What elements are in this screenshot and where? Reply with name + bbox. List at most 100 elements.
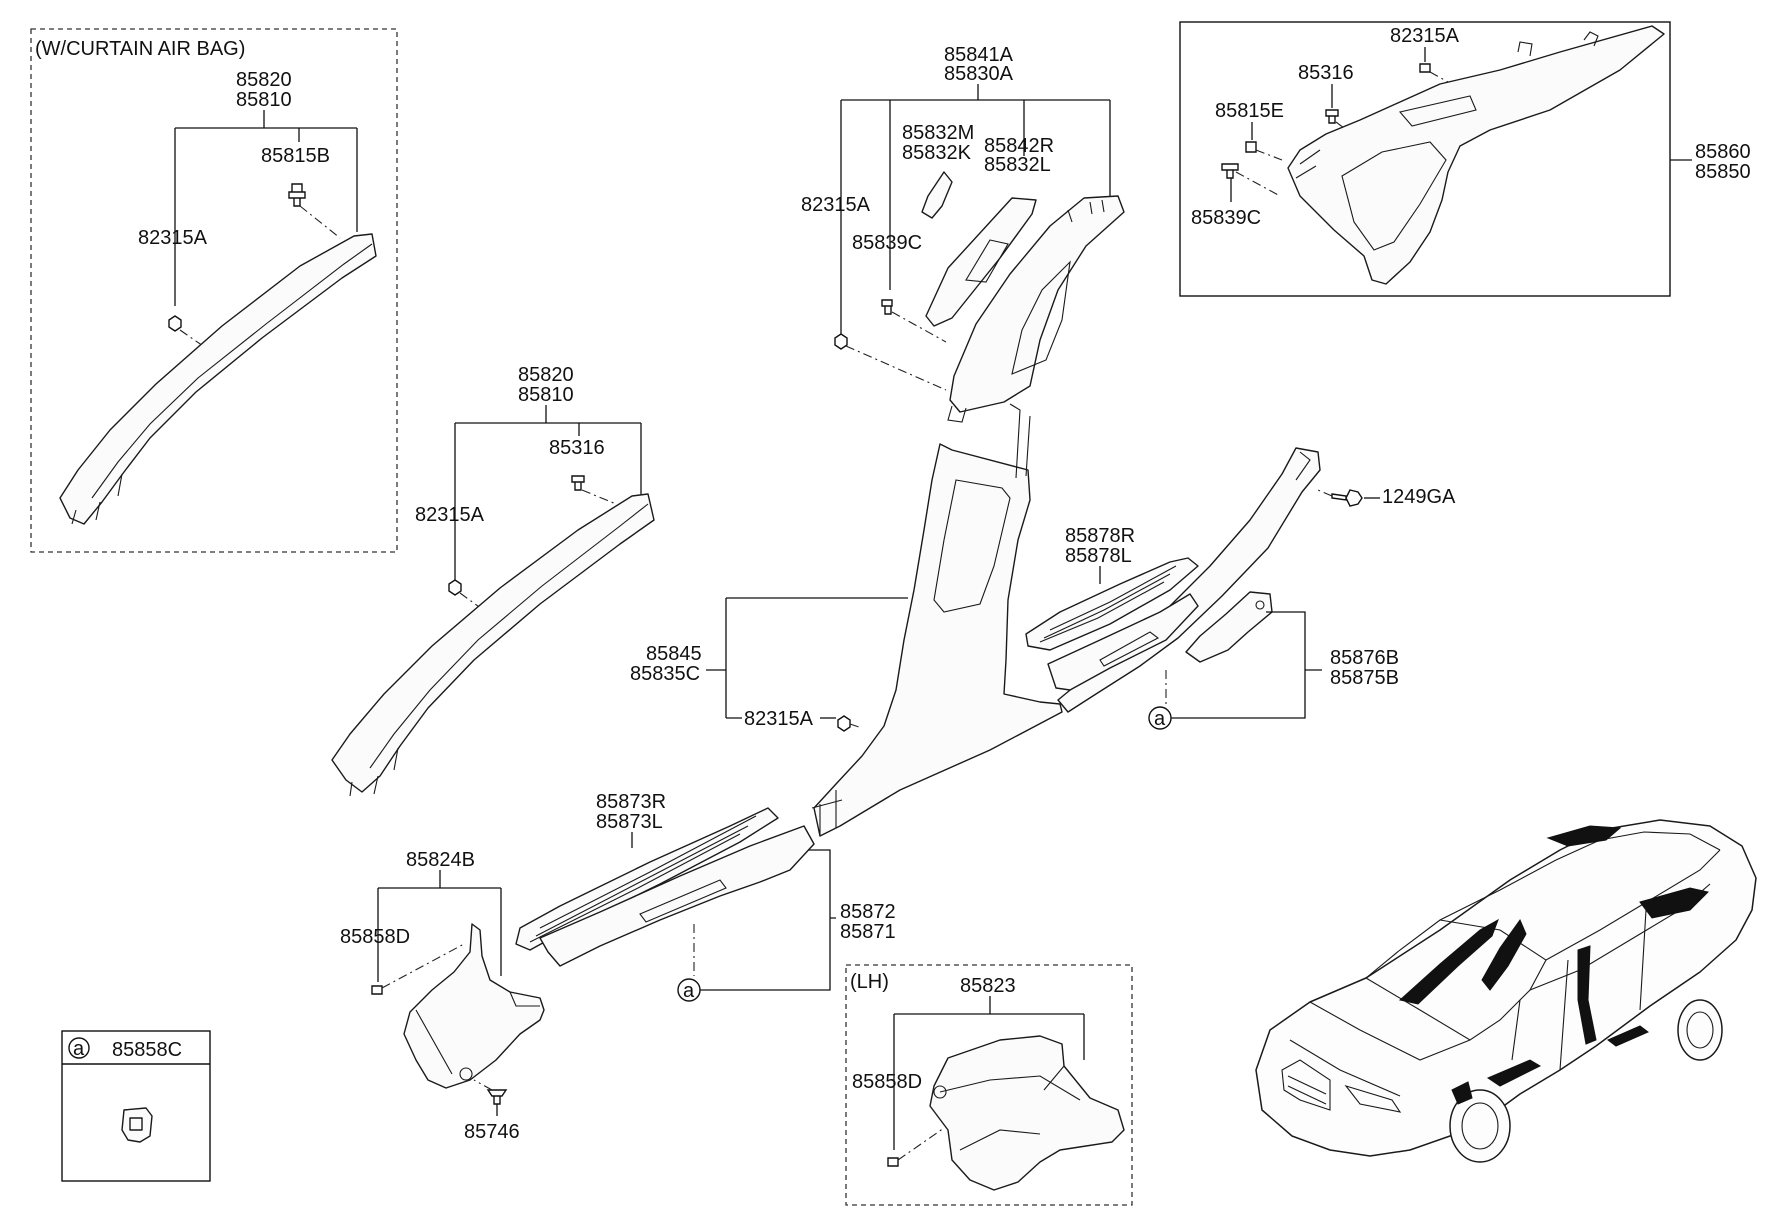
legend-box: [61, 1030, 211, 1182]
label-85858d-lh: 85858D: [852, 1071, 922, 1093]
clip-82315a-c-pillar: [1419, 63, 1431, 73]
cowl-dash: [381, 943, 465, 989]
highlight-a-pillar: [1398, 918, 1499, 1005]
label-85871: 85871: [840, 921, 896, 943]
clip-85839c-c-pillar: [1221, 163, 1239, 179]
label-85850: 85850: [1695, 161, 1751, 183]
highlight-c-pillar: [1639, 887, 1709, 919]
rear-sill-group: 1249GA 85878R 85878L 85876B 85875B a: [1025, 447, 1456, 730]
c-pillar-tabs: [1517, 31, 1599, 57]
rear-sill-emblem: [1099, 631, 1160, 667]
label-a-front: a: [683, 980, 695, 1002]
label-85839c-c-pillar: 85839C: [1191, 207, 1261, 229]
label-85841a: 85841A: [944, 44, 1014, 66]
legend-a-label: a: [73, 1038, 85, 1060]
label-82315a-b-pillar-lower: 82315A: [744, 708, 814, 730]
car-grille: [1281, 1059, 1331, 1111]
clip-85815e: [1245, 141, 1257, 153]
label-85820-airbag: 85820: [236, 69, 292, 91]
label-85832l: 85832L: [984, 154, 1051, 176]
highlight-b-pillar: [1481, 918, 1527, 991]
leader-airbag-pillar: [174, 110, 358, 306]
label-85878r: 85878R: [1065, 525, 1135, 547]
clip-85858d-cowl: [371, 985, 383, 995]
leader-85872: [700, 849, 836, 991]
rear-quarter-tab: [1295, 451, 1311, 481]
label-85839c-b-pillar-upper: 85839C: [852, 232, 922, 254]
b-pillar-lower-group: 85845 85835C 82315A: [630, 403, 1063, 837]
label-85845: 85845: [646, 643, 702, 665]
rear-sill-trim: [1047, 593, 1199, 691]
leader-a-pillar: [454, 405, 642, 584]
label-85873r: 85873R: [596, 791, 666, 813]
c-pillar-recess: [1341, 141, 1447, 251]
label-82315a-b-pillar-upper: 82315A: [801, 194, 871, 216]
rear-scuff-plate: [1025, 557, 1199, 651]
a-pillar-edge: [369, 503, 649, 769]
car-doors: [1511, 909, 1647, 1071]
rear-quarter-dash: [1317, 489, 1333, 497]
clip-85316-a-pillar: [571, 475, 617, 505]
label-82315a-a-pillar: 82315A: [415, 504, 485, 526]
cowl-side-trim-lh: [929, 1035, 1125, 1191]
curtain-airbag-group: (W/CURTAIN AIR BAG) 85820 85810 85815B 8…: [30, 28, 398, 553]
leader-85824b: [377, 870, 502, 982]
label-85873l: 85873L: [596, 811, 663, 833]
b-pillar-upper-tabs: [947, 199, 1105, 423]
cowl-side-group: 85824B 85858D 85746: [340, 849, 545, 1143]
c-pillar-dash-3: [1255, 149, 1283, 161]
highlight-front-sill: [1486, 1059, 1542, 1087]
c-pillar-dash-4: [1235, 171, 1281, 197]
screw-dash: [473, 1079, 493, 1091]
seatbelt-bezel-85842r: [925, 197, 1037, 327]
clip-82315a-b-pillar-lower: [837, 715, 851, 732]
car-rear-wheel: [1677, 999, 1723, 1061]
label-85842r: 85842R: [984, 135, 1054, 157]
a-pillar-tabs: [349, 747, 399, 797]
label-85815b: 85815B: [261, 145, 330, 167]
label-85832k: 85832K: [902, 142, 972, 164]
label-85872: 85872: [840, 901, 896, 923]
b-pillar-upper-group: 85841A 85830A 85832M 85832K 85842R 85832…: [801, 44, 1125, 423]
curtain-airbag-box: [30, 28, 398, 553]
label-a-rear: a: [1154, 708, 1166, 730]
b-pillar-lower-trim: [813, 443, 1063, 837]
b-pillar-lower-window: [933, 479, 1011, 613]
label-85810: 85810: [518, 384, 574, 406]
callout-a-front: [677, 978, 701, 1002]
bracket-hole: [1255, 600, 1265, 610]
leader-b-pillar-lower: [706, 597, 908, 719]
c-pillar-dash-1: [1429, 71, 1449, 83]
lh-box: [845, 964, 1133, 1206]
leader-b-pillar-upper: [840, 84, 1111, 340]
car-roof-line: [1365, 831, 1721, 979]
car-windshield: [1365, 919, 1547, 1041]
label-85746: 85746: [464, 1121, 520, 1143]
cowl-hole: [459, 1067, 473, 1081]
c-pillar-group: 82315A 85316 85815E 85839C 85860 85850: [1179, 21, 1751, 297]
vehicle-locator: [1255, 819, 1757, 1163]
label-85860: 85860: [1695, 141, 1751, 163]
cowl-edge: [415, 991, 540, 1075]
label-82315a-airbag: 82315A: [138, 227, 208, 249]
a-pillar-trim-airbag: [59, 233, 377, 525]
clip-85316-c-pillar: [1325, 109, 1339, 124]
front-scuff-ribs: [529, 815, 757, 943]
c-pillar-box: [1179, 21, 1671, 297]
lh-box-label: (LH): [850, 971, 889, 993]
label-85835c: 85835C: [630, 663, 700, 685]
label-85858c: 85858C: [112, 1039, 182, 1061]
label-1249ga: 1249GA: [1382, 486, 1456, 508]
rear-quarter-trim: [1057, 447, 1321, 713]
car-headlight: [1344, 1084, 1402, 1113]
label-85878l: 85878L: [1065, 545, 1132, 567]
car-front-rim: [1461, 1102, 1499, 1150]
label-85810-airbag: 85810: [236, 89, 292, 111]
highlight-cowl: [1451, 1081, 1473, 1105]
a-pillar-airbag-tabs: [71, 473, 123, 525]
label-85824b: 85824B: [406, 849, 475, 871]
front-sill-group: 85873R 85873L 85872 85871 a: [515, 791, 896, 1002]
b-pillar-lower-top: [1009, 403, 1031, 479]
bezel-slot: [965, 239, 1009, 283]
label-82315a-c-pillar: 82315A: [1390, 25, 1460, 47]
